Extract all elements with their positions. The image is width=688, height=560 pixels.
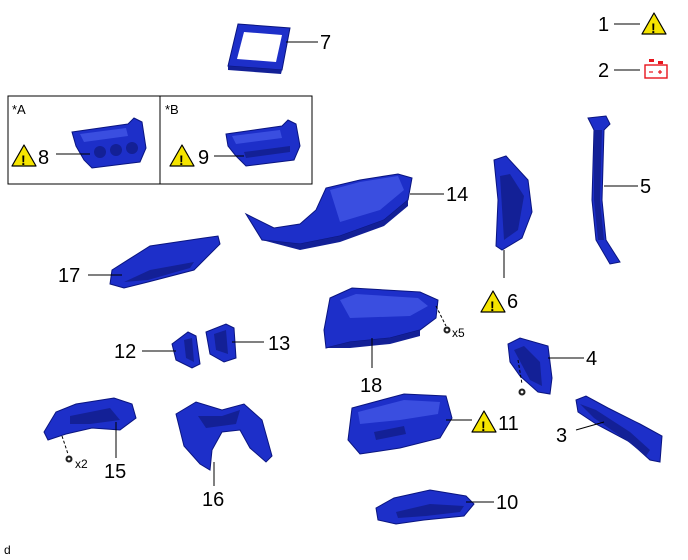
quantity-x2: x2 [75, 457, 88, 471]
part-18-glovebox-housing [323, 287, 439, 349]
warning-icon: ! [169, 144, 195, 168]
part-3-scuff-plate [575, 395, 663, 463]
variant-a-label: *A [12, 102, 26, 117]
part-5-garnish [587, 115, 621, 265]
callout-10: 10 [496, 492, 518, 514]
callout-17: 17 [58, 265, 80, 287]
callout-5: 5 [640, 176, 651, 198]
part-13-bracket [205, 323, 237, 363]
part-14-panel-trim [244, 173, 413, 250]
leader-3 [575, 421, 605, 431]
callout-12: 12 [114, 341, 136, 363]
part-17-under-cover [109, 235, 221, 289]
screw-icon [443, 326, 451, 334]
warning-glyph: ! [481, 418, 486, 434]
part-15-console-base [43, 397, 137, 441]
clip-icon [518, 388, 526, 396]
battery-disconnect-icon [644, 59, 668, 79]
part-10-bottom-cover [375, 489, 475, 525]
callout-9: 9 [198, 147, 209, 169]
part-7-bezel [227, 23, 291, 74]
warning-glyph: ! [490, 298, 495, 314]
callout-15: 15 [104, 461, 126, 483]
warning-glyph: ! [179, 152, 184, 168]
callout-4: 4 [586, 348, 597, 370]
part-8-switch-panel [71, 117, 147, 169]
fastener-guide [435, 305, 447, 327]
quantity-x5: x5 [452, 326, 465, 340]
callout-7: 7 [320, 32, 331, 54]
callout-16: 16 [202, 489, 224, 511]
warning-glyph: ! [651, 20, 656, 36]
callout-13: 13 [268, 333, 290, 355]
part-16-lower-cover [175, 401, 273, 471]
part-9-switch-panel [225, 119, 301, 167]
part-6-side-panel [493, 155, 533, 251]
part-12-bracket [171, 331, 201, 369]
callout-11: 11 [498, 413, 519, 435]
warning-glyph: ! [21, 152, 26, 168]
callout-6: 6 [507, 291, 518, 313]
callout-3: 3 [556, 425, 567, 447]
callout-1: 1 [598, 14, 609, 36]
callout-14: 14 [446, 184, 468, 206]
callout-8: 8 [38, 147, 49, 169]
fastener-guide [517, 359, 523, 385]
warning-icon: ! [480, 290, 506, 314]
callout-18: 18 [360, 375, 382, 397]
warning-icon: ! [641, 12, 667, 36]
variant-b-label: *B [165, 102, 179, 117]
fastener-guide [61, 435, 69, 455]
warning-icon: ! [11, 144, 37, 168]
part-11-glovebox-door [347, 393, 453, 455]
footer-code: d [4, 543, 11, 557]
screw-icon [65, 455, 73, 463]
warning-icon: ! [471, 410, 497, 434]
part-4-side-cover [507, 337, 553, 395]
callout-2: 2 [598, 60, 609, 82]
